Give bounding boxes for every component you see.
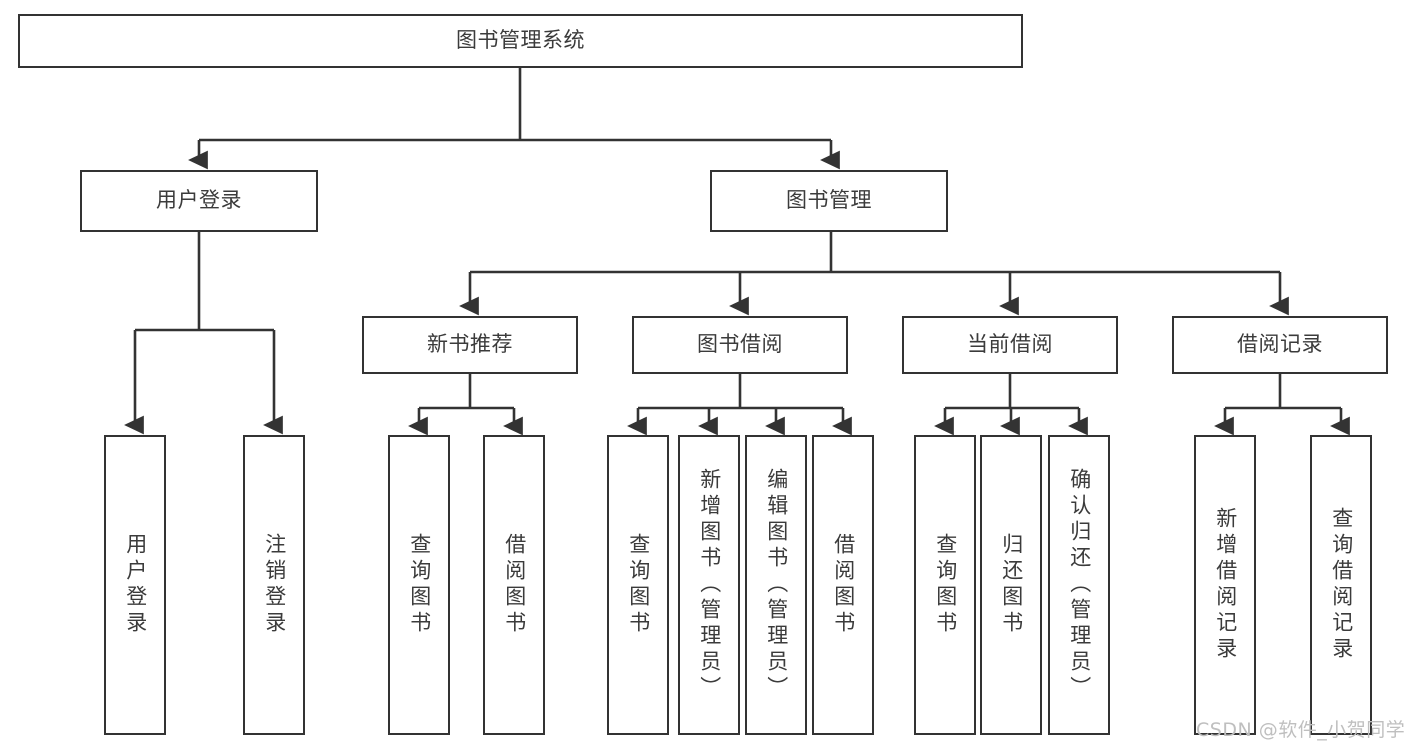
node-label: 新增借阅记录 <box>1213 507 1238 663</box>
book-borrow-to-leaves-connectors <box>627 374 852 436</box>
node-leaf-return-book[interactable]: 归还图书 <box>980 435 1042 735</box>
node-label: 借阅图书 <box>831 533 856 637</box>
node-label: 编辑图书（管理员） <box>764 468 789 702</box>
new-book-recommend-to-leaves-connectors <box>408 374 523 436</box>
node-leaf-edit-book-admin[interactable]: 编辑图书（管理员） <box>745 435 807 735</box>
node-leaf-query-book-3[interactable]: 查询图书 <box>914 435 976 735</box>
node-label: 当前借阅 <box>967 332 1053 357</box>
node-label: 新增图书（管理员） <box>697 468 722 702</box>
node-label: 新书推荐 <box>427 332 513 357</box>
node-label: 查询图书 <box>933 533 958 637</box>
node-book-borrow[interactable]: 图书借阅 <box>632 316 848 374</box>
node-current-borrow[interactable]: 当前借阅 <box>902 316 1118 374</box>
node-label: 注销登录 <box>262 533 287 637</box>
node-label: 图书管理系统 <box>456 28 585 53</box>
user-login-to-leaves-connectors <box>124 232 283 435</box>
node-new-book-recommend[interactable]: 新书推荐 <box>362 316 578 374</box>
node-user-login[interactable]: 用户登录 <box>80 170 318 232</box>
csdn-watermark: CSDN @软件_小贺同学 <box>1196 719 1405 741</box>
node-label: 借阅图书 <box>502 533 527 637</box>
node-label: 归还图书 <box>999 533 1024 637</box>
node-book-management[interactable]: 图书管理 <box>710 170 948 232</box>
root-to-level2-connectors <box>188 68 840 170</box>
node-label: 用户登录 <box>156 188 242 213</box>
node-label: 查询借阅记录 <box>1329 507 1354 663</box>
node-leaf-query-borrow-record[interactable]: 查询借阅记录 <box>1310 435 1372 735</box>
node-label: 确认归还（管理员） <box>1067 468 1092 702</box>
borrow-record-to-leaves-connectors <box>1214 374 1350 436</box>
node-leaf-borrow-book-1[interactable]: 借阅图书 <box>483 435 545 735</box>
node-leaf-add-borrow-record[interactable]: 新增借阅记录 <box>1194 435 1256 735</box>
node-label: 查询图书 <box>626 533 651 637</box>
book-management-to-level3-connectors <box>459 232 1289 316</box>
node-borrow-record[interactable]: 借阅记录 <box>1172 316 1388 374</box>
node-root-system[interactable]: 图书管理系统 <box>18 14 1023 68</box>
node-label: 图书管理 <box>786 188 872 213</box>
node-leaf-query-book-2[interactable]: 查询图书 <box>607 435 669 735</box>
node-leaf-logout-login[interactable]: 注销登录 <box>243 435 305 735</box>
node-label: 借阅记录 <box>1237 332 1323 357</box>
node-leaf-confirm-return-admin[interactable]: 确认归还（管理员） <box>1048 435 1110 735</box>
node-leaf-user-login[interactable]: 用户登录 <box>104 435 166 735</box>
node-label: 查询图书 <box>407 533 432 637</box>
node-label: 图书借阅 <box>697 332 783 357</box>
node-leaf-query-book-1[interactable]: 查询图书 <box>388 435 450 735</box>
node-leaf-borrow-book-2[interactable]: 借阅图书 <box>812 435 874 735</box>
node-leaf-add-book-admin[interactable]: 新增图书（管理员） <box>678 435 740 735</box>
node-label: 用户登录 <box>123 533 148 637</box>
current-borrow-to-leaves-connectors <box>934 374 1088 436</box>
